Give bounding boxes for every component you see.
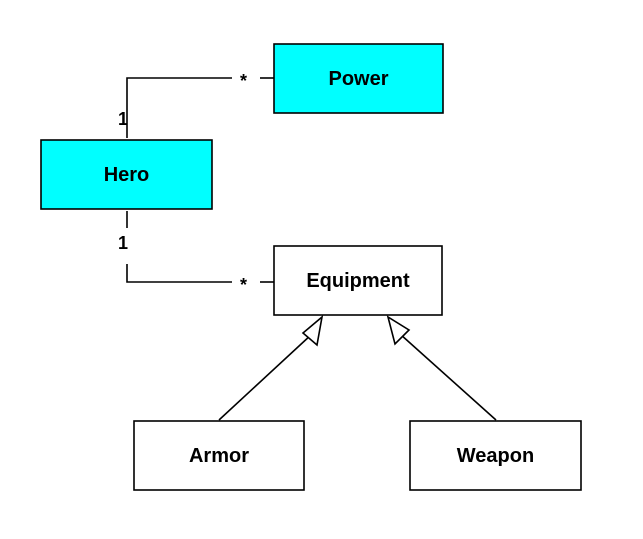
generalization-line-armor [218, 333, 313, 421]
multiplicity-hero-side: 1 [118, 109, 128, 129]
class-equipment-rect [273, 245, 443, 316]
class-weapon-label: Weapon [457, 445, 534, 467]
generalization-line-weapon [399, 333, 497, 421]
class-box-equipment[interactable]: Equipment [273, 245, 443, 316]
class-power-label: Power [328, 68, 388, 90]
generalization-armor-equipment [218, 314, 324, 421]
class-power-rect [273, 43, 444, 114]
association-line-hero-equipment [126, 264, 232, 283]
class-box-hero[interactable]: Hero [40, 139, 213, 210]
multiplicity-power-side: * [240, 71, 247, 91]
class-box-armor[interactable]: Armor [133, 420, 305, 491]
multiplicity-hero-side-equipment: 1 [118, 233, 128, 253]
generalization-weapon-equipment [386, 315, 497, 421]
inheritance-arrowhead-armor [301, 314, 324, 347]
class-armor-rect [133, 420, 305, 491]
multiplicity-equipment-side: * [240, 275, 247, 295]
association-line-hero-power [126, 77, 232, 138]
class-armor-label: Armor [189, 445, 249, 467]
association-hero-equipment: 1 * [118, 211, 274, 295]
class-weapon-rect [409, 420, 582, 491]
class-hero-label: Hero [104, 164, 150, 186]
class-box-power[interactable]: Power [273, 43, 444, 114]
inheritance-arrowhead-weapon [386, 315, 411, 346]
class-equipment-label: Equipment [306, 270, 410, 292]
class-hero-rect [40, 139, 213, 210]
class-box-weapon[interactable]: Weapon [409, 420, 582, 491]
association-hero-power: 1 * [118, 71, 274, 138]
